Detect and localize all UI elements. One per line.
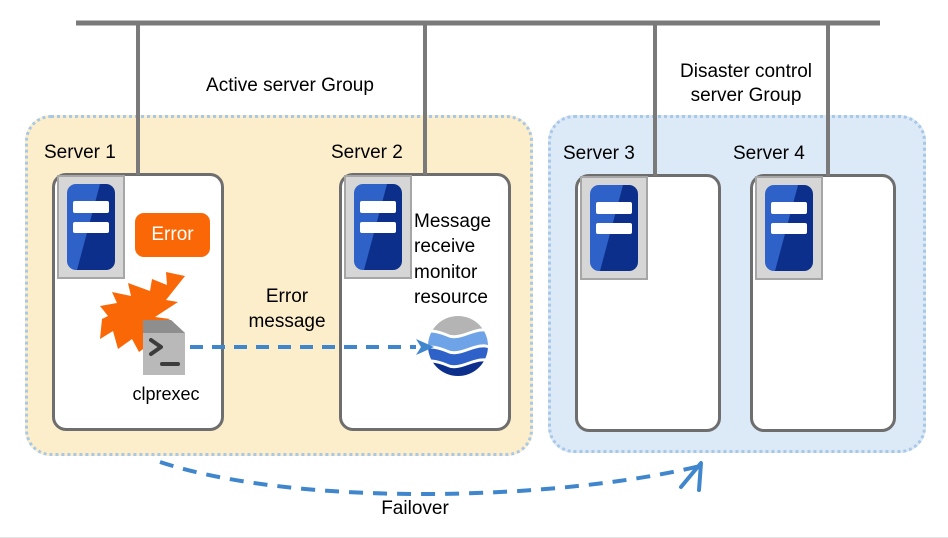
server-bay-bar [771, 202, 807, 214]
server-bay-bar [771, 222, 807, 235]
group-caption-active-server: Active server Group [206, 75, 374, 96]
server-bay-bar [360, 201, 396, 213]
error-message-arrow [190, 339, 434, 355]
error-message-label: Error message [248, 286, 326, 333]
server-chassis [590, 185, 638, 271]
server-icon [580, 176, 648, 280]
server-bay-bar [360, 221, 396, 234]
server-bay-bar [73, 221, 109, 234]
server-chassis [67, 184, 115, 270]
clprexec-terminal-document-icon [143, 320, 185, 375]
server-icon [755, 176, 823, 280]
group-caption-disaster-control-server: Disaster control server Group [680, 61, 812, 106]
failover-arrow [159, 460, 703, 496]
clprexec-label: clprexec [132, 384, 200, 404]
server-chassis [765, 185, 813, 271]
message-receive-monitor-resource-label: Message receive monitor resource [414, 211, 492, 309]
error-badge: Error [135, 213, 210, 257]
failover-label: Failover [381, 498, 449, 519]
server-bay-bar [596, 202, 632, 214]
server-bay-bar [596, 222, 632, 235]
server-icon [57, 175, 125, 279]
server-label-server-4: Server 4 [733, 143, 805, 164]
message-receive-globe-icon [428, 316, 488, 376]
server-label-server-3: Server 3 [563, 143, 635, 164]
server-label-server-1: Server 1 [44, 142, 116, 163]
server-icon [344, 175, 412, 279]
server-label-server-2: Server 2 [331, 142, 403, 163]
server-bay-bar [73, 201, 109, 213]
error-spark-icon [100, 272, 185, 352]
server-chassis [354, 184, 402, 270]
